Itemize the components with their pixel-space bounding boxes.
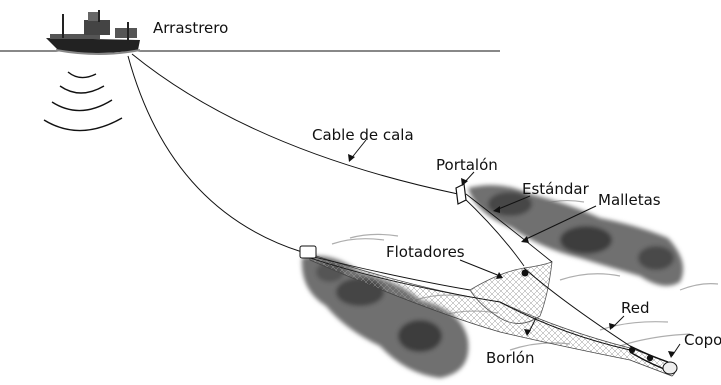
label-codend: Copo (684, 331, 721, 349)
otter-board-left (299, 245, 317, 259)
bridles-left (309, 255, 501, 303)
warp-cable-lower (127, 55, 303, 253)
otter-board-right (455, 183, 467, 205)
leader-arrowheads (348, 154, 675, 358)
trawl-net (309, 253, 678, 377)
label-standard: Estándar (522, 180, 590, 198)
label-net: Red (621, 299, 650, 317)
sediment-cloud-right (468, 185, 684, 286)
label-footrope: Borlón (486, 349, 535, 367)
label-floats: Flotadores (386, 243, 465, 261)
leader-lines (349, 139, 681, 357)
label-door: Portalón (436, 156, 498, 174)
label-vessel: Arrastrero (153, 19, 228, 37)
float-marker (521, 269, 529, 277)
trawler-vessel (46, 10, 141, 55)
warp-cable-upper (131, 53, 459, 195)
sediment-cloud-left (301, 255, 469, 378)
bridles-right (461, 193, 553, 267)
label-bridles: Malletas (598, 191, 661, 209)
sonar-waves (43, 71, 123, 132)
label-warp: Cable de cala (312, 126, 414, 144)
